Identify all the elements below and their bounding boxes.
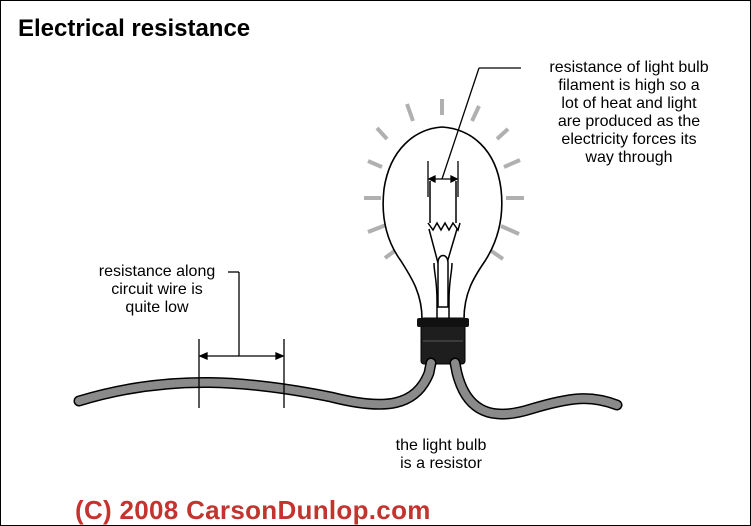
- wire-annotation: resistance along circuit wire is quite l…: [98, 263, 216, 316]
- glow-ray: [367, 223, 387, 234]
- glow-ray: [405, 103, 415, 122]
- glow-ray: [367, 159, 383, 169]
- filament-dimension: [427, 67, 521, 197]
- filament: [427, 181, 461, 319]
- diagram-title: Electrical resistance: [18, 15, 251, 42]
- socket-rim: [417, 318, 469, 327]
- glow-ray: [470, 105, 481, 122]
- circuit-wire: [73, 357, 623, 420]
- wire-dimension: [198, 271, 285, 408]
- copyright-notice: (C) 2008 CarsonDunlop.com: [75, 495, 431, 525]
- glow-ray: [500, 224, 520, 236]
- bulb-glass: [382, 126, 503, 320]
- bulb-annotation: the light bulb is a resistor: [395, 437, 487, 472]
- glow-ray: [495, 127, 510, 141]
- glow-ray: [375, 126, 389, 141]
- filament-annotation: resistance of light bulb filament is hig…: [549, 59, 709, 166]
- glow-ray: [503, 158, 521, 169]
- glow-rays: [364, 99, 524, 261]
